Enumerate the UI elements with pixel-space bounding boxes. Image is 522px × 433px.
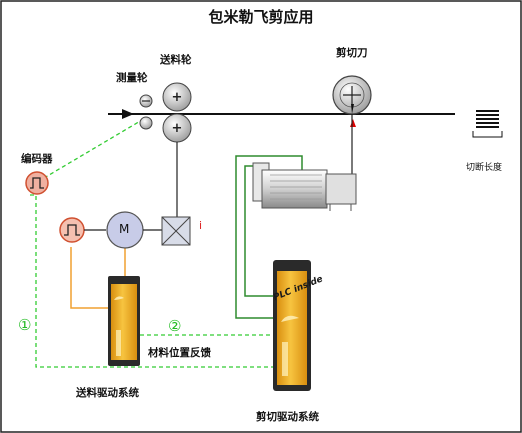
shear-motor-flange [325, 173, 357, 205]
motor-letter: M [119, 222, 130, 236]
cutter-label: 剪切刀 [336, 47, 368, 59]
gearbox-cross [161, 216, 191, 246]
feed-roller-upper [162, 82, 192, 112]
encoder-feedback-line-1 [30, 194, 275, 368]
shear-motor-cable-outer [235, 155, 303, 319]
material-feedback-label: 材料位置反馈 [148, 347, 211, 359]
shear-drive-system-label: 剪切驱动系统 [256, 411, 319, 423]
marker-1: ① [18, 316, 32, 334]
feed-roller-label: 送料轮 [160, 54, 192, 66]
pulse-icon [30, 177, 44, 189]
feed-drive-panel [111, 284, 137, 360]
feed-drive-system-label: 送料驱动系统 [76, 387, 139, 399]
shear-servo-motor-icon [261, 169, 328, 209]
encoder-label: 编码器 [21, 153, 53, 165]
pulse-icon [64, 224, 80, 236]
lower-blade-triangle [350, 119, 356, 127]
gear-ratio-label: i [199, 219, 203, 232]
measuring-wheel-label: 测量轮 [116, 72, 148, 84]
diagram-title: 包米勒飞剪应用 [208, 8, 314, 26]
material-direction-arrow [122, 109, 134, 119]
encoder-signal-line [43, 119, 143, 179]
pulse-to-feed-drive-line [70, 247, 108, 309]
plus-icon: + [172, 90, 183, 105]
pulse-generator-icon [59, 217, 85, 243]
cutter-blade-tip [351, 104, 354, 114]
cut-stack-tray [472, 131, 503, 138]
cut-length-label: 切断长度 [466, 163, 503, 173]
marker-2: ② [168, 317, 182, 335]
encoder-icon [25, 171, 49, 195]
measuring-wheel-lower [139, 116, 153, 130]
plus-icon: + [172, 121, 183, 136]
